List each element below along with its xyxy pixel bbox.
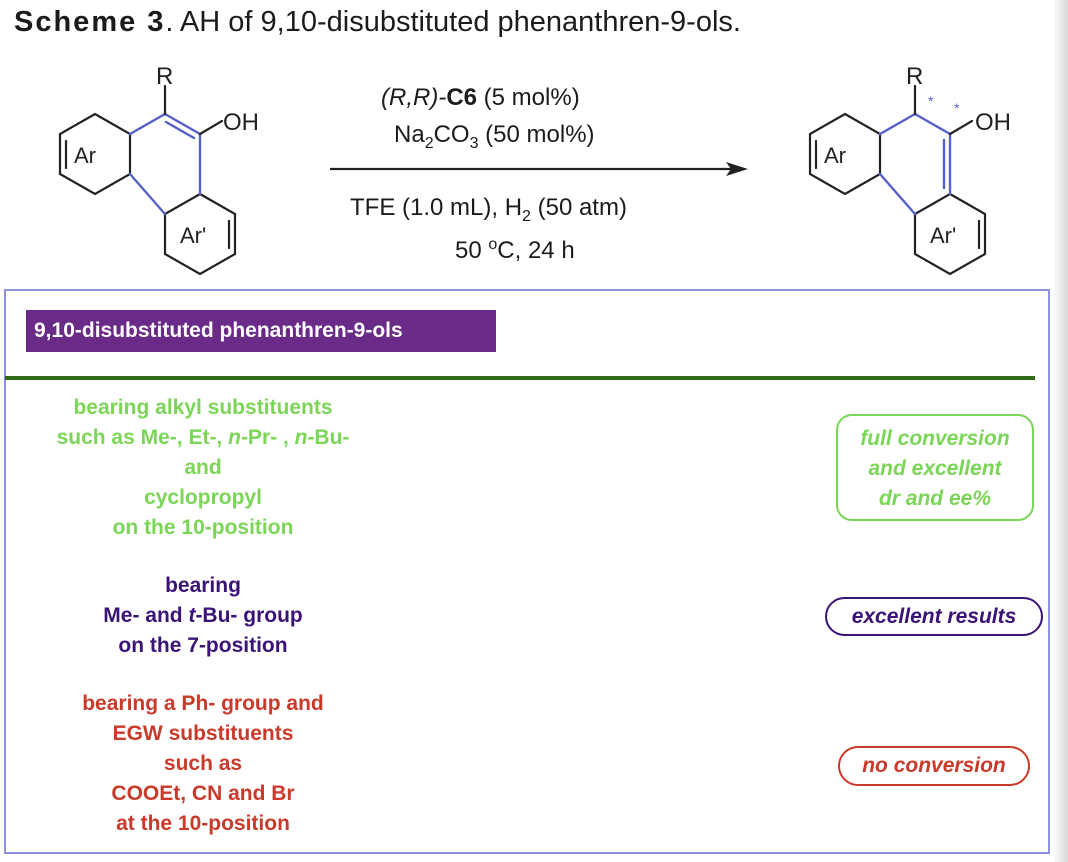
scheme-title-text: . AH of 9,10-disubstituted phenanthren-9… — [165, 6, 741, 38]
solvent-sub: 2 — [522, 207, 531, 225]
result-line: dr and ee% — [878, 487, 992, 510]
reactant-bond-c9c10 — [163, 112, 202, 136]
product-bond-biaryl — [878, 172, 917, 216]
result-excellent: excellent results — [825, 597, 1043, 636]
product-r-label: R — [906, 63, 923, 90]
condition-catalyst: (R,R)-C6 (5 mol%) — [381, 84, 580, 112]
base-text-a: Na — [394, 121, 425, 148]
base-text-b: CO — [433, 121, 470, 148]
reactant-bond-c9c10-double — [164, 120, 196, 140]
row-ewg-description: bearing a Ph- group and EGW substituents… — [22, 689, 384, 839]
reactant-structure: R OH Ar Ar' — [58, 63, 259, 276]
desc-line: bearing a Ph- group and — [82, 692, 324, 715]
product-ar-label: Ar — [824, 143, 846, 168]
result-no-conversion: no conversion — [838, 746, 1030, 786]
desc-line: such as — [163, 752, 243, 775]
temp-text-b: C, 24 h — [497, 237, 575, 264]
panel-header-badge: 9,10-disubstituted phenanthren-9-ols — [26, 310, 496, 352]
summary-panel — [4, 289, 1050, 854]
reactant-oh-label: OH — [223, 109, 259, 136]
catalyst-loading: (5 mol%) — [477, 84, 580, 111]
desc-line: bearing — [165, 574, 241, 597]
catalyst-prefix: (R,R)- — [381, 84, 447, 111]
desc-fragment-italic: n — [228, 426, 241, 449]
desc-line: bearing alkyl substituents — [73, 396, 333, 419]
solvent-text-a: TFE (1.0 mL), H — [350, 194, 523, 221]
product-bond-a — [878, 112, 917, 136]
desc-line: and — [184, 456, 222, 479]
base-sub-2: 3 — [469, 134, 479, 152]
desc-line: COOEt, CN and Br — [111, 782, 295, 805]
condition-solvent: TFE (1.0 mL), H2 (50 atm) — [350, 194, 627, 226]
desc-fragment: Me- and — [103, 604, 189, 627]
product-oh-bond — [948, 119, 974, 136]
row-7-position-description: bearing Me- and t-Bu- group on the 7-pos… — [22, 571, 384, 661]
desc-fragment: such as Me-, Et-, — [56, 426, 229, 449]
product-stereo-mark-1: * — [928, 93, 934, 109]
reactant-oh-bond — [198, 119, 224, 136]
desc-line: such as Me-, Et-, n-Pr- , n-Bu- — [22, 423, 384, 453]
product-oh-label: OH — [975, 109, 1011, 136]
desc-line: at the 10-position — [116, 812, 290, 835]
solvent-text-b: (50 atm) — [530, 194, 627, 221]
desc-fragment: -Bu- group — [195, 604, 303, 627]
reactant-ar-label: Ar — [74, 143, 96, 168]
desc-line: EGW substituents — [112, 722, 294, 745]
result-line: and excellent — [868, 457, 1002, 480]
reaction-scheme: R OH Ar Ar' R OH Ar Ar' * * — [58, 63, 1011, 276]
panel-divider — [5, 376, 1035, 380]
desc-fragment-italic: n — [294, 426, 308, 449]
result-line: no conversion — [862, 754, 1006, 777]
desc-line: Me- and t-Bu- group — [22, 601, 384, 631]
row-alkyl-description: bearing alkyl substituents such as Me-, … — [22, 393, 384, 543]
catalyst-name: C6 — [446, 84, 477, 111]
reactant-bond-a — [128, 112, 167, 136]
product-stereo-mark-2: * — [954, 100, 960, 116]
page-edge-shadow — [1054, 0, 1068, 862]
product-arp-label: Ar' — [930, 223, 956, 248]
base-sub-1: 2 — [424, 134, 434, 152]
desc-line: cyclopropyl — [144, 486, 262, 509]
base-text-c: (50 mol%) — [478, 121, 595, 148]
reactant-r-label: R — [156, 63, 173, 90]
desc-line: on the 7-position — [118, 634, 288, 657]
scheme-title: Scheme 3. AH of 9,10-disubstituted phena… — [14, 6, 741, 39]
desc-fragment: -Bu- — [307, 426, 350, 449]
product-bond-c9c10 — [913, 112, 952, 136]
temp-degree: o — [488, 236, 498, 253]
desc-line: on the 10-position — [112, 516, 294, 539]
desc-fragment: -Pr- , — [240, 426, 295, 449]
condition-base: Na2CO3 (50 mol%) — [394, 121, 595, 153]
desc-fragment-italic: t — [188, 604, 196, 627]
result-full-conversion: full conversion and excellent dr and ee% — [836, 414, 1034, 521]
reactant-arp-label: Ar' — [180, 223, 206, 248]
condition-temperature: 50 oC, 24 h — [455, 236, 575, 265]
arrow-head — [726, 162, 748, 176]
temp-text-a: 50 — [455, 237, 489, 264]
scheme-label: Scheme 3 — [14, 6, 166, 38]
reactant-bond-biaryl — [128, 172, 167, 216]
result-line: full conversion — [860, 427, 1010, 450]
reaction-arrow — [330, 162, 748, 176]
product-structure: R OH Ar Ar' * * — [808, 63, 1011, 276]
result-line: excellent results — [851, 605, 1017, 628]
